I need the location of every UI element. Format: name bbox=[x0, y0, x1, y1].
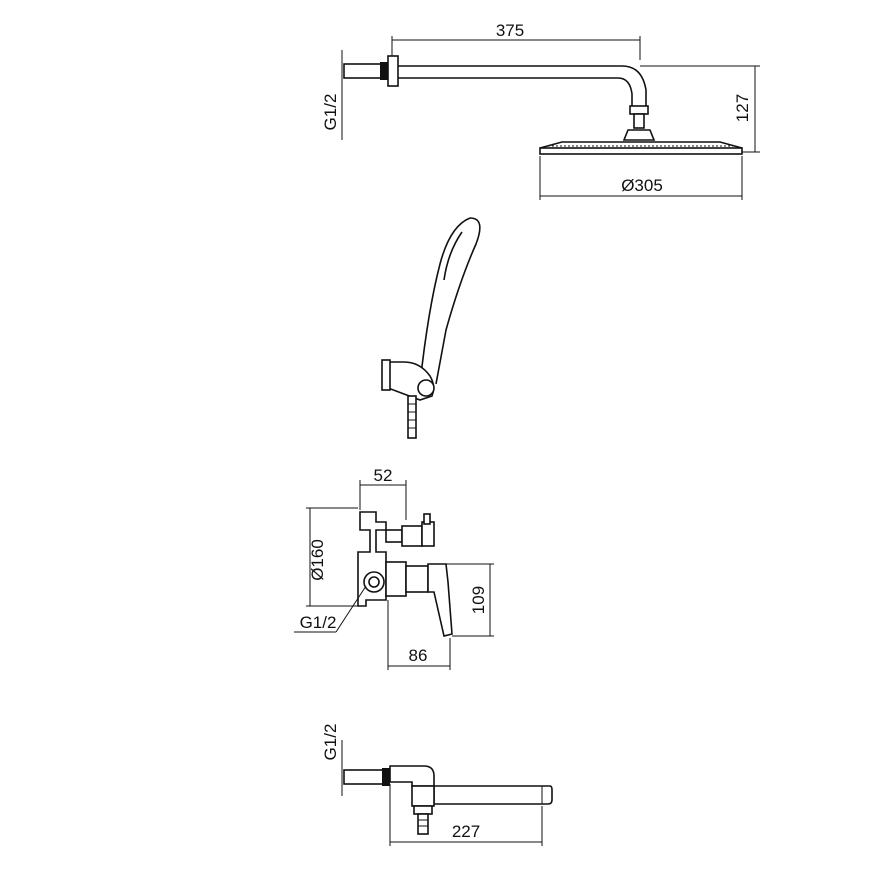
hand-shower-front bbox=[419, 217, 471, 385]
hand-shower-view bbox=[381, 217, 481, 439]
mixer-view: 52 Ø160 109 86 G1/2 bbox=[294, 466, 494, 670]
cartridge bbox=[385, 561, 407, 597]
spout-elbow bbox=[389, 765, 435, 787]
spout-thread-nut bbox=[382, 768, 390, 786]
spout-diverter-cap bbox=[413, 805, 433, 815]
wall-flange bbox=[387, 55, 399, 87]
shower-head-plate bbox=[539, 147, 743, 155]
wall-pipe bbox=[343, 63, 385, 79]
outlet-port bbox=[363, 571, 385, 593]
arm-joint bbox=[629, 105, 649, 115]
outlet-port-inner bbox=[368, 576, 380, 588]
spout-view: 227 G1/2 bbox=[321, 724, 553, 846]
spout-diverter-body bbox=[411, 785, 435, 807]
dim-spout-length: 227 bbox=[452, 822, 480, 841]
spout-wall-pipe bbox=[343, 769, 385, 785]
overhead-shower-view: 375 127 Ø305 G1/2 bbox=[321, 21, 760, 200]
hand-shower-back bbox=[435, 217, 481, 385]
dim-mixer-height: 109 bbox=[469, 586, 488, 614]
diverter-cap bbox=[421, 521, 435, 547]
holder-base bbox=[381, 359, 391, 391]
head-connector bbox=[622, 129, 656, 141]
shower-head-top bbox=[539, 141, 743, 149]
dim-lever-projection: 86 bbox=[409, 646, 428, 665]
thread-label-head: G1/2 bbox=[321, 94, 340, 131]
mixer-lever bbox=[427, 563, 453, 637]
cartridge-cover bbox=[405, 565, 429, 593]
dim-head-diameter: Ø305 bbox=[621, 176, 663, 195]
spout-arm bbox=[433, 785, 553, 805]
arm-swivel bbox=[633, 113, 645, 129]
diverter-stem bbox=[385, 529, 403, 543]
thread-label-spout: G1/2 bbox=[321, 724, 340, 761]
spout-diverter-knob bbox=[417, 813, 429, 835]
dim-mixer-depth: 52 bbox=[374, 466, 393, 485]
dim-arm-length: 375 bbox=[496, 21, 524, 40]
shower-arm-top bbox=[398, 65, 647, 108]
diverter-housing bbox=[401, 525, 423, 547]
holder-ring bbox=[417, 379, 435, 397]
thread-label-mixer: G1/2 bbox=[300, 613, 337, 632]
shower-arm-bottom bbox=[398, 77, 633, 108]
thread-nut bbox=[380, 62, 388, 80]
dim-drop-height: 127 bbox=[733, 94, 752, 122]
diverter-pin bbox=[423, 513, 431, 525]
hose bbox=[407, 395, 417, 439]
thread-leader bbox=[335, 585, 367, 633]
dim-body-diameter: Ø160 bbox=[308, 539, 327, 581]
hand-shower-face bbox=[443, 231, 463, 281]
